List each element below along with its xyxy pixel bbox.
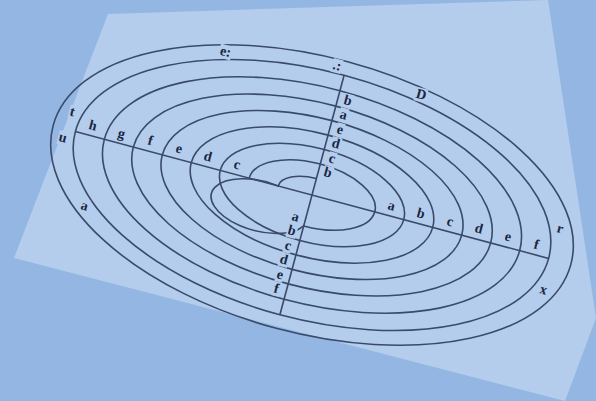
letter-label: e — [502, 229, 514, 245]
letter-label: f — [271, 281, 281, 296]
letter-label: u — [56, 130, 69, 146]
letter-label: b — [322, 165, 335, 181]
letter-label: e — [174, 141, 186, 157]
letter-label: g — [115, 126, 127, 142]
letter-label: x — [538, 282, 550, 298]
outer-ring — [17, 0, 596, 398]
letter-label: a — [337, 108, 349, 124]
letter-label: a — [386, 198, 398, 214]
letter-label: c — [326, 151, 338, 167]
letter-label: b — [285, 223, 298, 239]
letter-label: .: — [331, 58, 344, 74]
letter-label: e: — [218, 44, 234, 61]
letter-label: D — [413, 87, 428, 104]
orbit-ring — [109, 58, 514, 331]
parchment-sheet — [14, 0, 596, 401]
letter-label: b — [414, 206, 427, 222]
letter-label: d — [278, 252, 291, 268]
letter-label: c — [282, 238, 294, 254]
letter-label: c — [232, 157, 244, 173]
letter-label: h — [86, 118, 99, 134]
inner-ring — [43, 12, 580, 378]
letter-label: c — [444, 214, 456, 230]
letter-label: d — [202, 149, 215, 165]
letter-label: d — [329, 136, 342, 152]
letter-label: b — [341, 93, 354, 109]
letter-label: f — [532, 237, 542, 252]
letter-label: f — [145, 134, 155, 149]
letter-label: a — [78, 198, 90, 214]
letter-label: d — [472, 221, 485, 237]
letter-label: e — [334, 122, 346, 138]
spiral-arc — [205, 139, 383, 259]
axis-line — [280, 75, 344, 315]
letter-label: t — [67, 104, 77, 119]
letter-label: a — [290, 209, 302, 225]
orbit-ring — [76, 35, 547, 355]
letter-label: e — [275, 267, 287, 283]
letter-label: r — [554, 221, 566, 237]
